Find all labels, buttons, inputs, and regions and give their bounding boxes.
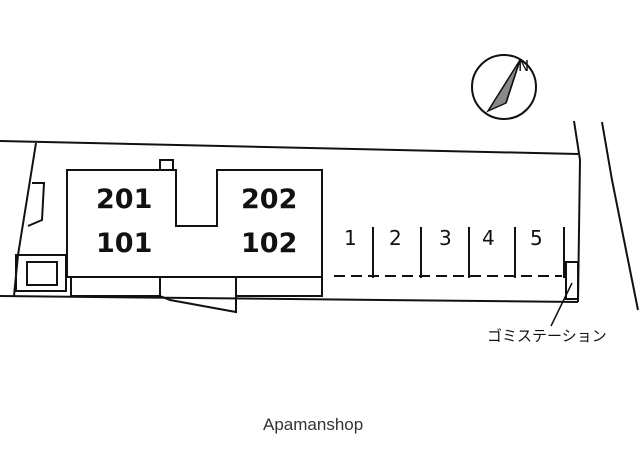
building-porch-left bbox=[70, 276, 161, 297]
parking-space-3: 3 bbox=[439, 226, 452, 250]
left-wall-block bbox=[27, 182, 46, 227]
apamanshop-watermark: Apamanshop bbox=[263, 415, 363, 434]
road-edge-top bbox=[0, 140, 579, 155]
building-porch-right bbox=[235, 276, 323, 297]
unit-202: 202 bbox=[241, 184, 297, 215]
parking-space-2: 2 bbox=[389, 226, 402, 250]
north-compass-icon: N bbox=[471, 54, 537, 120]
building-chimney bbox=[159, 159, 174, 171]
garbage-station-leader bbox=[550, 282, 573, 327]
parking-space-1: 1 bbox=[344, 226, 357, 250]
garbage-station-label: ゴミステーション bbox=[487, 327, 607, 345]
unit-102: 102 bbox=[241, 228, 297, 259]
unit-201: 201 bbox=[96, 184, 152, 215]
parking-space-5: 5 bbox=[530, 226, 543, 250]
building-porch-center bbox=[159, 277, 237, 314]
side-road-left-edge bbox=[573, 120, 582, 303]
side-road-right-edge bbox=[601, 121, 639, 311]
small-structure-inner bbox=[26, 261, 58, 286]
parking-space-4: 4 bbox=[482, 226, 495, 250]
left-boundary bbox=[13, 142, 37, 297]
unit-101: 101 bbox=[96, 228, 152, 259]
compass-letter: N bbox=[518, 57, 529, 75]
garbage-station-box bbox=[565, 261, 579, 300]
